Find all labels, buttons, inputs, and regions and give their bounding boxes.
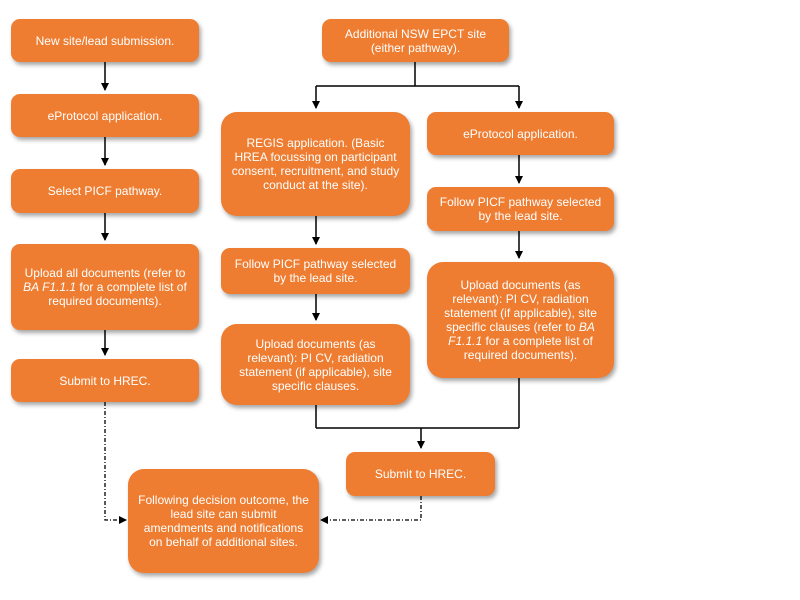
follow-picf-pathway-right-box: Follow PICF pathway selected by the lead… (427, 187, 614, 231)
dashed-arrow-left-to-outcome (104, 402, 127, 524)
eprotocol-application-right-box: eProtocol application. (427, 112, 614, 155)
ba-reference: BA F1.1.1 (23, 280, 77, 294)
ba-reference: BA F1.1.1 (448, 320, 595, 348)
upload-all-documents-box: Upload all documents (refer to BA F1.1.1… (11, 244, 199, 330)
upload-documents-right-box: Upload documents (as relevant): PI CV, r… (427, 262, 614, 378)
regis-application-box: REGIS application. (Basic HREA focussing… (221, 112, 410, 216)
following-decision-outcome-box: Following decision outcome, the lead sit… (128, 469, 319, 573)
submit-to-hrec-left-box: Submit to HREC. (11, 359, 199, 402)
upload-documents-middle-box: Upload documents (as relevant): PI CV, r… (221, 324, 410, 405)
new-site-lead-submission-box: New site/lead submission. (11, 19, 199, 62)
eprotocol-application-left-box: eProtocol application. (11, 94, 199, 137)
select-picf-pathway-box: Select PICF pathway. (11, 169, 199, 213)
additional-nsw-epct-site-box: Additional NSW EPCT site (either pathway… (322, 19, 509, 62)
follow-picf-pathway-middle-box: Follow PICF pathway selected by the lead… (221, 248, 410, 294)
submit-to-hrec-right-box: Submit to HREC. (346, 452, 495, 496)
dashed-arrow-right-to-outcome (320, 496, 422, 524)
